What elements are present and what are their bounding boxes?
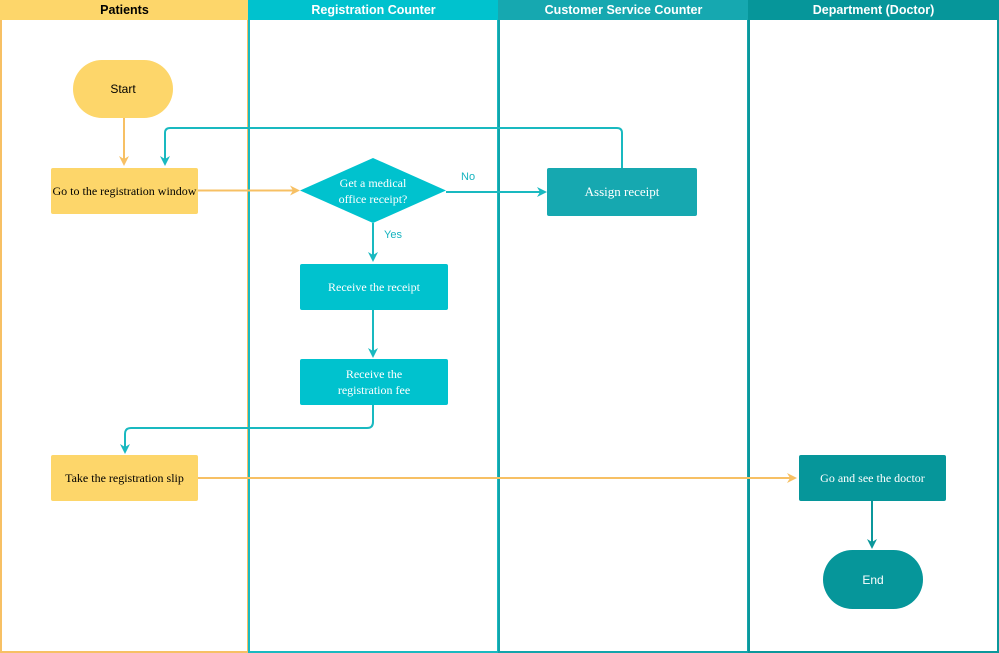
edge-label-no: No	[461, 171, 476, 183]
decision-diamond	[300, 158, 446, 223]
lane-header-doctor: Department (Doctor)	[748, 0, 999, 20]
edge-assign-back-to-window	[160, 127, 623, 168]
lane-body-doctor	[748, 20, 999, 653]
lane-header-registration: Registration Counter	[248, 0, 499, 20]
lane-doctor: Department (Doctor)	[748, 0, 999, 653]
lane-header-customer-service: Customer Service Counter	[498, 0, 749, 20]
receive-fee-node: Receive the registration fee	[300, 359, 448, 405]
decision-label-line2: office receipt?	[338, 191, 408, 206]
end-node: End	[823, 550, 923, 609]
get-receipt-decision-label: Get a medical office receipt?	[300, 158, 446, 223]
edge-fee-to-slip	[120, 405, 374, 454]
see-doctor-node: Go and see the doctor	[799, 455, 946, 501]
receive-receipt-node: Receive the receipt	[300, 264, 448, 310]
edge-label-yes: Yes	[384, 229, 402, 241]
assign-receipt-node: Assign receipt	[547, 168, 697, 216]
receive-fee-line1: Receive the	[345, 367, 403, 381]
receive-fee-line2: registration fee	[337, 383, 411, 397]
take-slip-node: Take the registration slip	[51, 455, 198, 501]
lane-header-patients: Patients	[0, 0, 249, 20]
decision-label-line1: Get a medical	[339, 175, 407, 190]
go-registration-window-node: Go to the registration window	[51, 168, 198, 214]
start-node: Start	[73, 60, 173, 118]
